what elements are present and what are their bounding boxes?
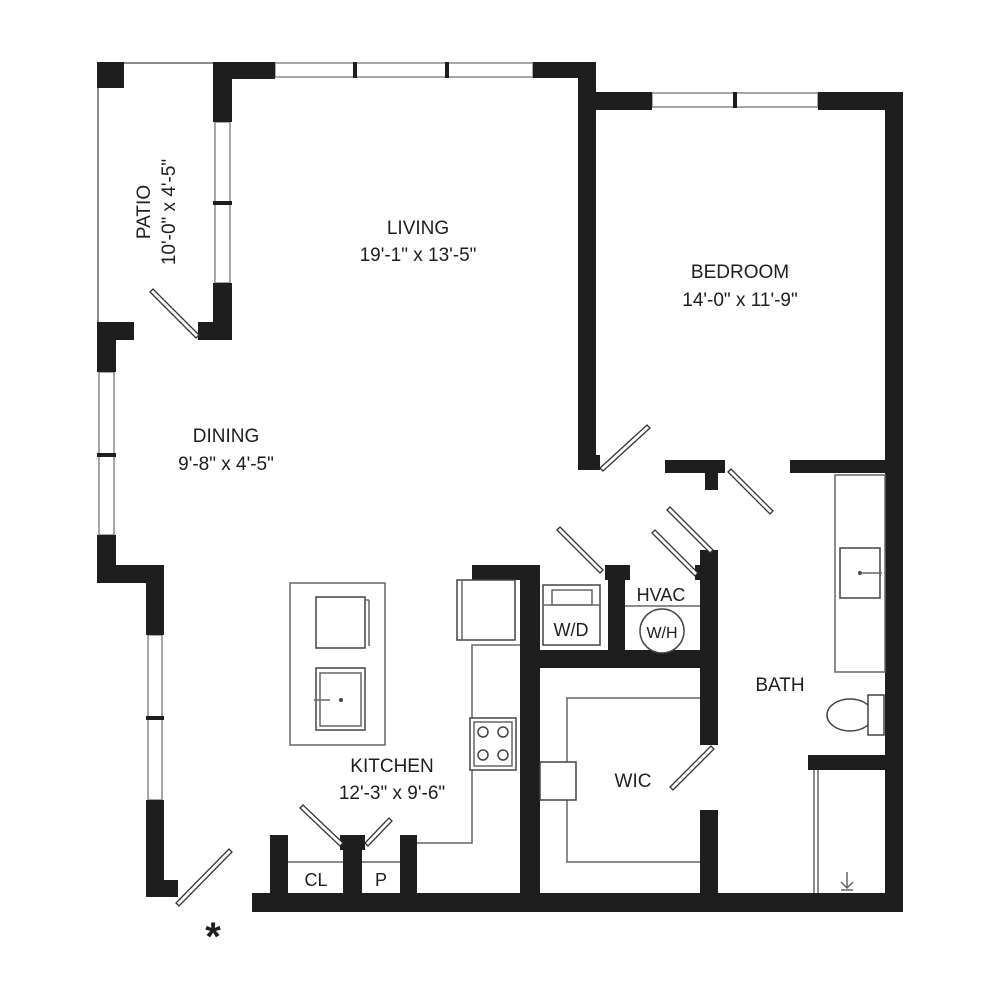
patio-outline bbox=[97, 62, 213, 325]
refrigerator bbox=[456, 579, 516, 641]
entry-marker: * bbox=[205, 915, 221, 959]
bath-name: BATH bbox=[755, 675, 804, 696]
cooktop-island bbox=[315, 596, 366, 649]
living-size: 19'-1" x 13'-5" bbox=[360, 245, 477, 266]
hvac-name: HVAC bbox=[637, 585, 686, 605]
wic-shelving bbox=[539, 697, 700, 863]
room-size: 10'-0" x 4'-5" bbox=[159, 159, 180, 265]
floor-drain-icon bbox=[840, 872, 854, 891]
stove bbox=[469, 717, 517, 771]
door-swings bbox=[149, 288, 774, 907]
closet-label: CL bbox=[304, 870, 327, 890]
kitchen-fixtures bbox=[288, 579, 520, 863]
washer-dryer-label: W/D bbox=[554, 620, 589, 640]
water-heater-label: W/H bbox=[646, 625, 677, 642]
toilet bbox=[826, 698, 874, 732]
wic-name: WIC bbox=[615, 771, 652, 792]
dining-size: 9'-8" x 4'-5" bbox=[178, 454, 274, 475]
bedroom-size: 14'-0" x 11'-9" bbox=[682, 290, 797, 311]
living-name: LIVING bbox=[387, 218, 449, 239]
kitchen-size: 12'-3" x 9'-6" bbox=[339, 783, 445, 804]
water-heater bbox=[639, 608, 685, 654]
walls bbox=[97, 62, 903, 912]
bath-fixtures bbox=[826, 474, 886, 891]
room-name: PATIO bbox=[134, 185, 155, 239]
dining-name: DINING bbox=[193, 426, 260, 447]
utility-fixtures bbox=[542, 584, 700, 654]
bedroom-name: BEDROOM bbox=[691, 262, 789, 283]
pantry-label: P bbox=[375, 870, 387, 890]
kitchen-name: KITCHEN bbox=[350, 756, 433, 777]
windows bbox=[97, 62, 819, 801]
patio-label: PATIO 10'-0" x 4'-5" bbox=[134, 159, 180, 265]
sink bbox=[315, 667, 366, 731]
